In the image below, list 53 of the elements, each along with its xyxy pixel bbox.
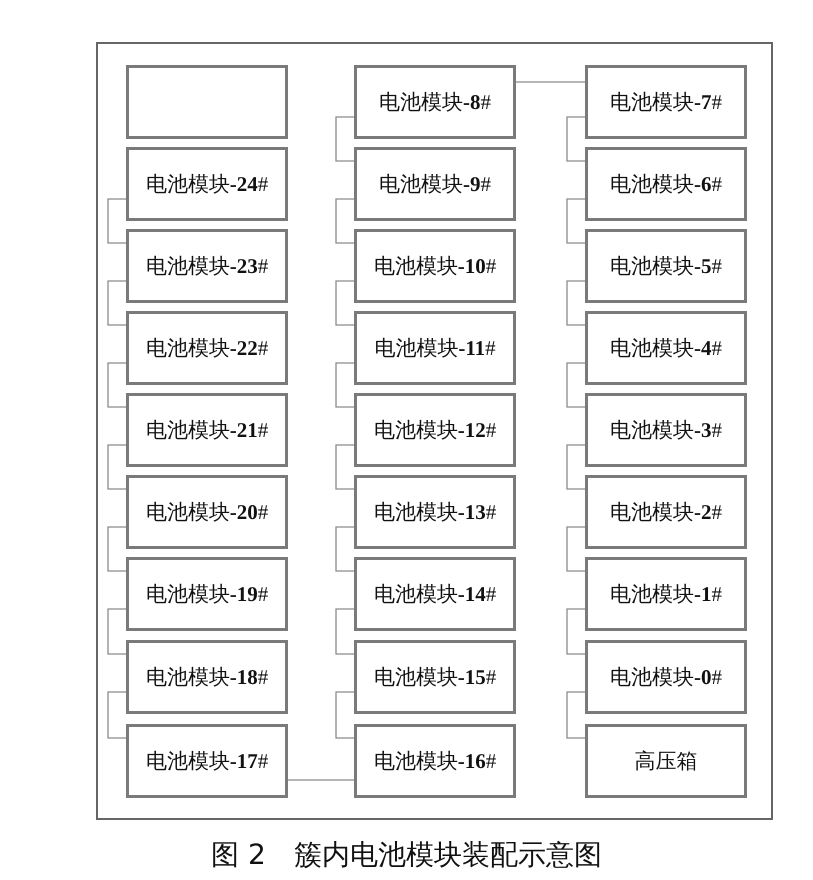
connector-line bbox=[566, 116, 585, 162]
module-box: 电池模块-21# bbox=[126, 393, 288, 467]
figure-caption: 图 2 簇内电池模块装配示意图 bbox=[211, 838, 602, 871]
module-box: 电池模块-12# bbox=[354, 393, 516, 467]
connector-line bbox=[107, 526, 126, 572]
module-box: 电池模块-7# bbox=[585, 65, 747, 139]
module-box: 电池模块-4# bbox=[585, 311, 747, 385]
module-box: 高压箱 bbox=[585, 724, 747, 798]
connector-line bbox=[566, 691, 585, 739]
connector-line bbox=[335, 444, 354, 490]
module-box: 电池模块-24# bbox=[126, 147, 288, 221]
connector-line bbox=[335, 280, 354, 326]
connector-line bbox=[107, 198, 126, 244]
module-box: 电池模块-10# bbox=[354, 229, 516, 303]
connector-line bbox=[516, 81, 585, 83]
connector-line bbox=[107, 362, 126, 408]
module-box: 电池模块-11# bbox=[354, 311, 516, 385]
connector-line bbox=[107, 691, 126, 739]
connector-line bbox=[566, 280, 585, 326]
module-box: 电池模块-19# bbox=[126, 557, 288, 631]
connector-line bbox=[566, 444, 585, 490]
module-box: 电池模块-16# bbox=[354, 724, 516, 798]
connector-line bbox=[288, 779, 354, 781]
module-box: 电池模块-20# bbox=[126, 475, 288, 549]
connector-line bbox=[566, 526, 585, 572]
connector-line bbox=[335, 526, 354, 572]
module-box: 电池模块-2# bbox=[585, 475, 747, 549]
module-box: 电池模块-17# bbox=[126, 724, 288, 798]
connector-line bbox=[335, 362, 354, 408]
module-box: 电池模块-1# bbox=[585, 557, 747, 631]
connector-line bbox=[107, 608, 126, 655]
module-box: 电池模块-14# bbox=[354, 557, 516, 631]
module-box: 电池模块-9# bbox=[354, 147, 516, 221]
connector-line bbox=[566, 608, 585, 655]
connector-line bbox=[335, 198, 354, 244]
module-box: 电池模块-3# bbox=[585, 393, 747, 467]
module-box: 电池模块-23# bbox=[126, 229, 288, 303]
module-box: 电池模块-6# bbox=[585, 147, 747, 221]
connector-line bbox=[566, 362, 585, 408]
module-box: 电池模块-0# bbox=[585, 640, 747, 714]
module-box: 电池模块-5# bbox=[585, 229, 747, 303]
connector-line bbox=[107, 280, 126, 326]
connector-line bbox=[335, 608, 354, 655]
empty-box bbox=[126, 65, 288, 139]
module-box: 电池模块-8# bbox=[354, 65, 516, 139]
connector-line bbox=[335, 116, 354, 162]
module-box: 电池模块-15# bbox=[354, 640, 516, 714]
module-box: 电池模块-13# bbox=[354, 475, 516, 549]
connector-line bbox=[107, 444, 126, 490]
connector-line bbox=[566, 198, 585, 244]
module-box: 电池模块-18# bbox=[126, 640, 288, 714]
module-box: 电池模块-22# bbox=[126, 311, 288, 385]
connector-line bbox=[335, 691, 354, 739]
